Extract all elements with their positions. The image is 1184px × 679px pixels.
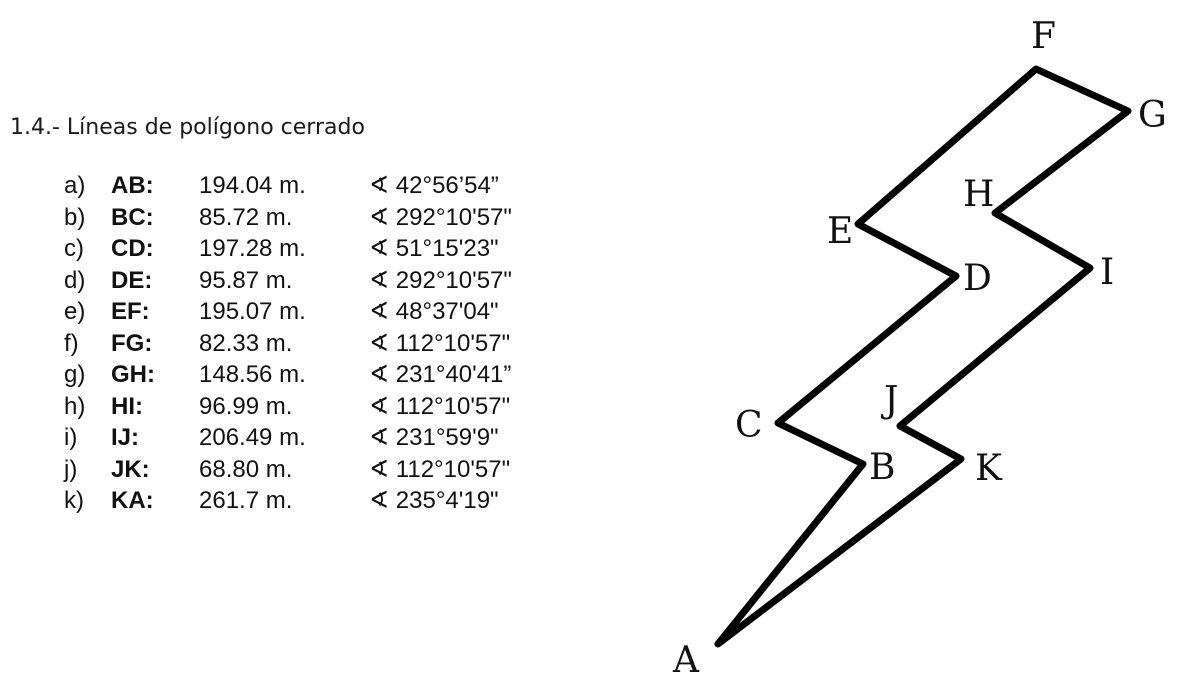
line-letter: f) bbox=[64, 329, 79, 357]
line-distance: 206.49 m. bbox=[199, 424, 306, 451]
line-angle: ∢ 231°59'9" bbox=[369, 424, 499, 451]
line-letter: i) bbox=[64, 424, 78, 451]
vertex-label-a: A bbox=[672, 640, 700, 679]
line-angle: ∢ 51°15'23" bbox=[369, 235, 499, 262]
line-name: KA: bbox=[111, 487, 154, 514]
line-angle: ∢ 292°10'57" bbox=[369, 266, 512, 294]
line-name: JK: bbox=[111, 455, 150, 483]
vertex-label-f: F bbox=[1031, 16, 1056, 57]
line-distance: 197.28 m. bbox=[199, 235, 306, 262]
line-angle: ∢ 112°10'57" bbox=[369, 329, 511, 357]
line-angle: ∢ 231°40'41” bbox=[369, 361, 512, 388]
line-name: AB: bbox=[111, 172, 154, 199]
line-letter: h) bbox=[64, 392, 86, 420]
line-name: EF: bbox=[111, 298, 150, 325]
line-letter: d) bbox=[64, 266, 86, 294]
closed-polygon-outline bbox=[714, 65, 1132, 648]
vertex-label-i: I bbox=[1100, 252, 1114, 293]
line-name: CD: bbox=[111, 235, 154, 262]
line-letter: e) bbox=[64, 298, 86, 325]
vertex-label-e: E bbox=[827, 211, 853, 252]
vertex-label-b: B bbox=[869, 447, 895, 488]
line-angle: ∢ 112°10'57" bbox=[369, 455, 511, 483]
line-distance: 85.72 m. bbox=[199, 203, 293, 231]
line-angle: ∢ 112°10'57" bbox=[369, 392, 511, 420]
line-name: HI: bbox=[111, 392, 143, 420]
vertex-label-d: D bbox=[963, 258, 992, 299]
line-letter: a) bbox=[64, 172, 86, 199]
line-distance: 82.33 m. bbox=[199, 329, 293, 357]
line-angle: ∢ 292°10'57" bbox=[369, 203, 512, 231]
line-letter: b) bbox=[64, 203, 86, 231]
line-angle: ∢ 235°4'19" bbox=[369, 487, 499, 514]
line-distance: 261.7 m. bbox=[199, 487, 293, 514]
line-distance: 194.04 m. bbox=[199, 172, 306, 199]
vertex-label-h: H bbox=[963, 174, 994, 215]
vertex-label-k: K bbox=[975, 448, 1003, 489]
line-name: BC: bbox=[111, 203, 154, 231]
line-angle: ∢ 48°37'04" bbox=[369, 298, 499, 325]
line-name: DE: bbox=[111, 266, 153, 294]
line-letter: c) bbox=[64, 235, 84, 262]
line-distance: 195.07 m. bbox=[199, 298, 306, 325]
line-letter: j) bbox=[64, 455, 78, 483]
line-distance: 96.99 m. bbox=[199, 392, 293, 420]
line-name: GH: bbox=[111, 361, 155, 388]
line-distance: 95.87 m. bbox=[199, 266, 293, 294]
vertex-label-c: C bbox=[735, 405, 763, 446]
line-letter: k) bbox=[64, 487, 84, 514]
line-name: FG: bbox=[111, 329, 153, 357]
line-letter: g) bbox=[64, 361, 86, 388]
line-distance: 68.80 m. bbox=[199, 455, 293, 483]
line-angle: ∢ 42°56’54” bbox=[369, 172, 499, 199]
vertex-label-j: J bbox=[880, 380, 898, 421]
line-distance: 148.56 m. bbox=[199, 361, 306, 388]
section-title: 1.4.- Líneas de polígono cerrado bbox=[10, 115, 365, 140]
vertex-label-g: G bbox=[1138, 95, 1167, 136]
line-name: IJ: bbox=[111, 424, 140, 451]
